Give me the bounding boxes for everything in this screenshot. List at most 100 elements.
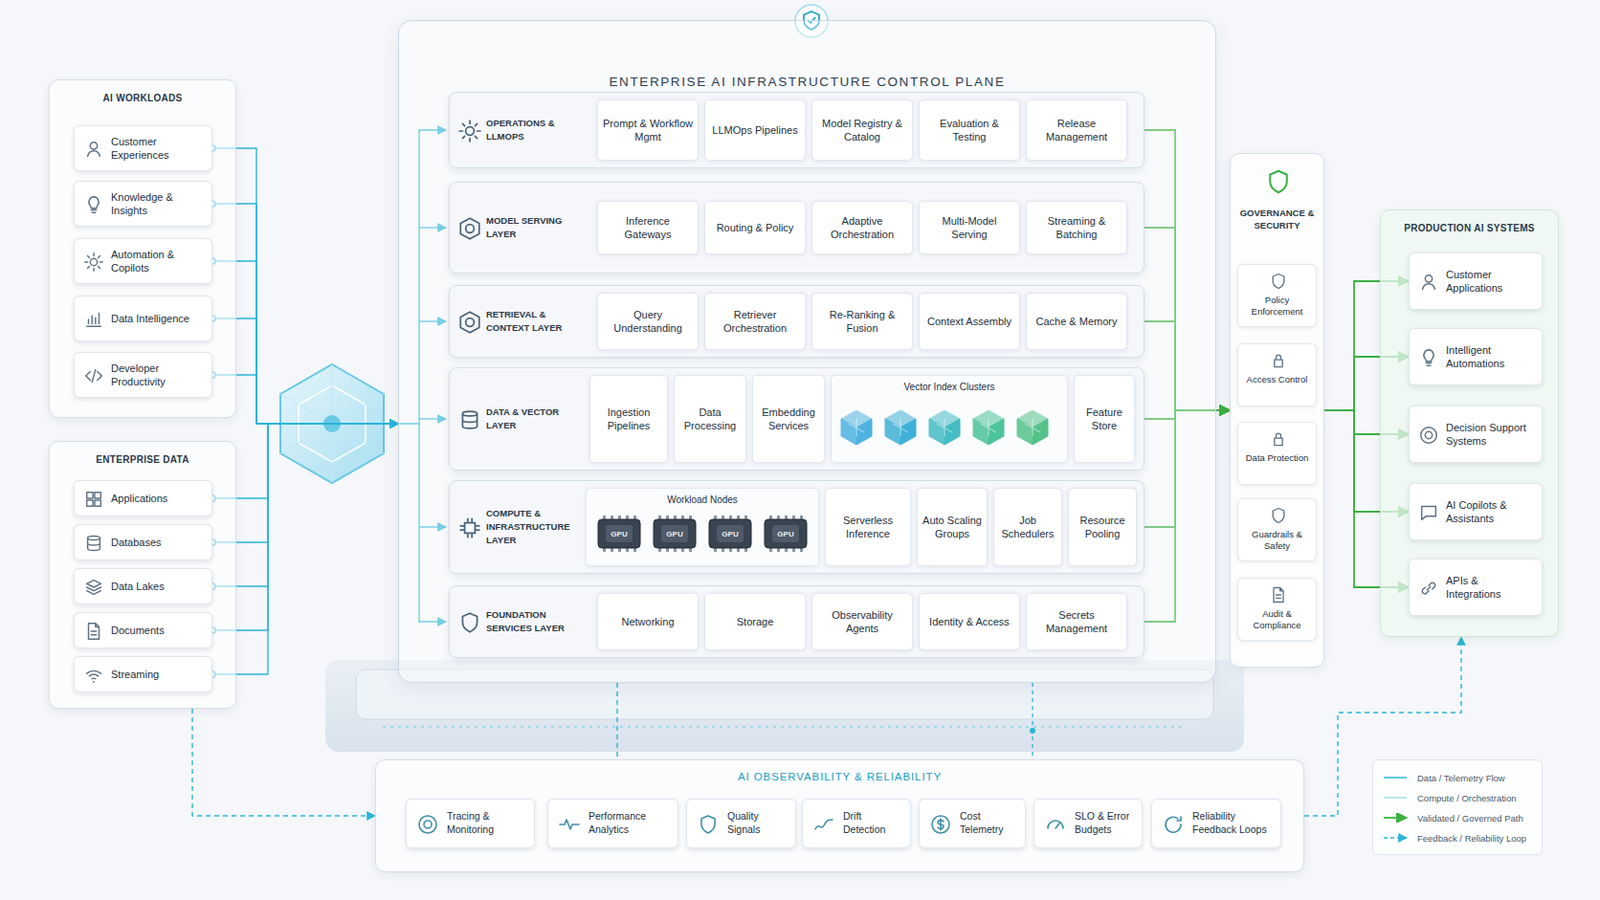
legend-text: Feedback / Reliability Loop [1417,833,1527,845]
sub-box: Context Assembly [918,292,1021,351]
chip-pin [625,548,629,553]
flow-connector [212,261,399,424]
icon-glyph [459,120,481,142]
flow-connector [212,423,399,587]
chip-pin [673,548,677,553]
chip-pin [777,548,780,553]
chip-label: GPU [653,530,696,539]
card-box: Developer Productivity [73,352,213,399]
chip-pin [792,515,796,520]
box-label: Secrets Management [1031,608,1122,637]
box-label: Re-Ranking & Fusion [817,308,908,336]
text-block: Data Protection [1241,452,1313,482]
box-label: Observability Agents [817,608,908,637]
cube-face [929,419,945,445]
box-label: FOUNDATION SERVICES LAYER [486,608,584,636]
chip-pin [713,515,717,520]
icon-glyph [88,197,99,214]
chip-pin [618,515,622,520]
node-icon [1268,429,1289,449]
cube-edge [848,419,865,437]
sub-box: Query Understanding [597,292,699,351]
platform-light [382,726,1187,729]
legend-sample [1382,833,1410,844]
ppanel-box: PRODUCTION AI SYSTEMSCustomer Applicatio… [1379,209,1559,638]
layer-box: COMPUTE & INFRASTRUCTURE LAYERWorkload N… [448,480,1145,575]
box-label: Networking [621,615,674,629]
legend-row: Data / Telemetry Flow [1382,770,1506,786]
vector-cube [929,410,960,445]
chip-pin [729,548,733,553]
box-label: Access Control [1246,374,1309,386]
box-label: Evaluation & Testing [924,116,1015,145]
chip-pin [633,515,637,520]
card-box: Decision Support Systems [1408,405,1543,464]
text-block: Customer Experiences [111,126,206,171]
chip-pin [729,515,733,520]
icon-glyph [88,142,101,157]
obs-box: Performance Analytics [547,799,679,849]
text-block: Reliability Feedback Loops [1192,800,1275,848]
sub-box: Observability Agents [811,593,913,651]
text-block: Vector Index Clusters [831,381,1067,393]
node-icon [1418,271,1440,293]
box-label: Job Schedulers [999,513,1057,542]
chip-pin [688,548,692,553]
text-block: Context Assembly [919,293,1020,350]
node-icon [1418,577,1440,600]
box-label: Storage [736,615,775,629]
icon-glyph [87,492,102,508]
box-label: Applications [111,491,168,506]
flow-connector [212,423,399,675]
chip-pin [666,548,669,553]
box-label: GOVERNANCE & SECURITY [1234,207,1320,233]
chip-pin [792,548,796,553]
sub-box: Secrets Management [1025,593,1128,651]
chip-pin [784,515,788,520]
card-box: Data Lakes [73,568,213,605]
text-block: GOVERNANCE & SECURITY [1234,207,1320,233]
chip-pin [736,548,740,553]
box-label: Serverless Inference [830,513,906,542]
box-label: Release Management [1031,116,1122,145]
text-block: Knowledge & Insights [111,181,206,226]
text-block: Applications [111,481,206,516]
gov-box: Guardrails & Safety [1237,498,1317,562]
text-block: Model Registry & Catalog [812,100,912,160]
chip-pin [777,515,780,520]
chip-label: GPU [709,530,752,539]
icon-glyph [460,218,480,240]
text-block: Cost Telemetry [959,800,1020,848]
gov-box: Audit & Compliance [1237,577,1317,642]
card-box: Intelligent Automations [1408,328,1543,386]
node-icon [457,610,483,636]
box-label: Retriever Orchestration [710,308,800,336]
box-label: Ingestion Pipelines [595,405,663,434]
sub-box: Ingestion Pipelines [589,375,668,464]
card-box: Customer Experiences [73,125,213,172]
node-icon [457,407,483,433]
node-icon [812,813,836,837]
chip-pin [658,548,662,553]
icon-glyph [88,623,100,641]
box-label: Policy Enforcement [1241,294,1313,319]
gpu-chip [598,515,641,553]
icon-glyph [462,411,477,429]
text-block: Resource Pooling [1068,488,1136,566]
group-box: Workload NodesGPUGPUGPUGPU [585,488,820,567]
text-block: Feature Store [1074,376,1134,463]
text-block: Streaming & Batching [1026,201,1127,254]
plane-box: ENTERPRISE AI INFRASTRUCTURE CONTROL PLA… [398,20,1217,684]
box-label: Feature Store [1079,405,1130,434]
sub-box: Retriever Orchestration [704,292,806,351]
obs-box: Drift Detection [801,799,912,849]
box-label: Data Lakes [111,579,165,594]
icon-glyph [815,820,833,830]
legend-row: Compute / Orchestration [1382,790,1517,806]
text-block: AI Copilots & Assistants [1445,484,1536,540]
box-label: SLO & Error Budgets [1074,810,1136,837]
flow-connector [212,423,399,499]
text-block: Drift Detection [843,800,905,848]
text-block: COMPUTE & INFRASTRUCTURE LAYER [486,481,584,574]
sub-box: Model Registry & Catalog [811,99,913,161]
